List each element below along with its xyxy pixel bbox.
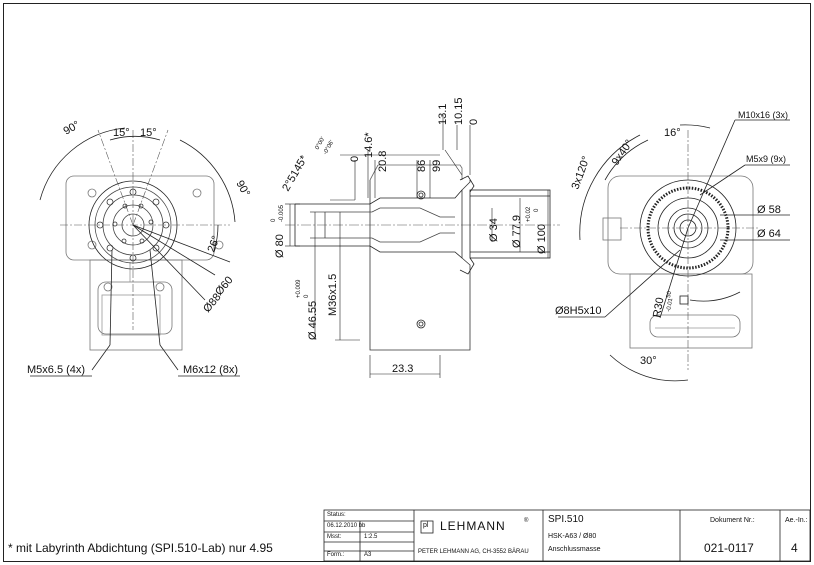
section-dim-d46-55: Ø 46.55 [307, 301, 319, 340]
section-dim-99: 99 [431, 160, 443, 172]
section-dim-d80-upper: 0 [271, 218, 277, 222]
section-dim-d80-lower: -0.005 [279, 204, 285, 222]
company-name: LEHMANN [440, 519, 506, 533]
callout-m10x16: M10x16 (3x) [738, 110, 788, 120]
scale-label: Msst: [327, 534, 342, 540]
product-name: SPI.510 [548, 514, 584, 525]
section-dim-d46-55-lower: 0 [304, 294, 310, 298]
date-value: 06.12.2010 bb [327, 523, 366, 529]
section-dim-23-3: 23.3 [392, 363, 413, 375]
right-dim-r30: R30 [651, 297, 666, 319]
section-dim-86: 86 [416, 160, 428, 172]
scale-value: 1:2.5 [364, 534, 378, 540]
revision-label: Ae.-In.: [785, 517, 808, 524]
footnote: * mit Labyrinth Abdichtung (SPI.510-Lab)… [8, 541, 273, 555]
left-view-lower-housing [89, 259, 183, 351]
product-description: Anschlussmasse [548, 546, 601, 553]
right-dim-16: 16° [664, 127, 681, 139]
document-label: Dokument Nr.: [710, 517, 755, 524]
right-dim-d58: Ø 58 [757, 204, 781, 216]
left-dim-26: 26° [206, 234, 223, 254]
left-view [30, 127, 240, 377]
section-dim-d100-upper: +0.02 [526, 206, 532, 222]
left-dim-90-b: 90° [233, 179, 252, 199]
section-dim-angle: 2°5145* [280, 153, 310, 194]
left-view-lower-inner [97, 281, 173, 335]
section-dim-d100: Ø 100 [536, 224, 548, 254]
section-dim-d46-55-upper: +0.009 [296, 279, 302, 298]
right-dim-d64: Ø 64 [757, 228, 781, 240]
section-dim-d77-9: Ø 77.9 [511, 215, 523, 248]
product-spec: HSK-A63 / Ø80 [548, 533, 597, 540]
callout-m6x12: M6x12 (8x) [183, 364, 238, 376]
right-dim-50: 50 [666, 290, 673, 298]
section-dim-angle-upper: 0°00' [315, 136, 327, 151]
status-label: Status: [327, 512, 346, 518]
revision-number: 4 [791, 541, 798, 555]
callout-d8h5x10: Ø8H5x10 [555, 305, 601, 317]
right-dim-r30-tol: -0.01 [666, 297, 674, 312]
left-dim-15-b: 15° [140, 127, 157, 139]
right-view [558, 119, 790, 382]
callout-m5x9: M5x9 (9x) [746, 154, 786, 164]
section-dim-d80: Ø 80 [274, 234, 286, 258]
section-dim-0-right: 0 [468, 119, 480, 125]
company-address: PETER LEHMANN AG, CH-3552 BÄRAU [418, 549, 529, 555]
section-dim-m36: M36x1.5 [327, 274, 339, 316]
section-dim-d34: Ø 34 [488, 218, 500, 242]
sheet-border [3, 3, 811, 562]
format-value: A3 [364, 552, 372, 558]
section-dim-10-15: 10.15 [453, 97, 465, 125]
format-label: Form.: [327, 552, 345, 558]
right-dim-3x120: 3x120° [570, 155, 593, 191]
section-dim-13-1: 13.1 [437, 104, 449, 125]
document-number: 021-0117 [704, 541, 754, 555]
company-registered: ® [524, 518, 529, 524]
callout-m5x6-5: M5x6.5 (4x) [27, 364, 85, 376]
left-dim-15-a: 15° [113, 127, 130, 139]
right-dim-9x40: 9x40° [610, 138, 636, 168]
section-dim-14-6: 14.6* [363, 132, 375, 158]
section-view [285, 115, 560, 378]
section-dim-0-left: 0 [349, 156, 361, 162]
section-dim-20-8: 20.8 [377, 151, 389, 172]
logo-mark: pl [423, 522, 429, 529]
left-dim-90-a: 90° [62, 119, 82, 138]
title-block [323, 509, 811, 562]
right-dim-30: 30° [640, 355, 657, 367]
section-dim-d100-lower: 0 [534, 208, 540, 212]
